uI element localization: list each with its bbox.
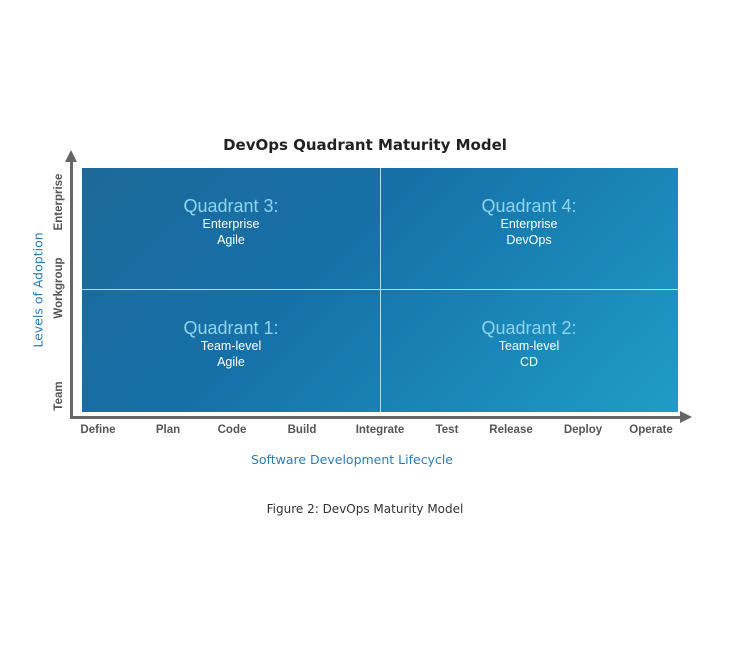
vertical-divider [380, 168, 381, 412]
quadrant-grid: Quadrant 3: Enterprise Agile Quadrant 4:… [82, 168, 678, 412]
quadrant-1: Quadrant 1: Team-level Agile [82, 290, 380, 412]
quadrant-line1: Enterprise [202, 217, 260, 231]
quadrant-2: Quadrant 2: Team-level CD [380, 290, 678, 412]
quadrant-title: Quadrant 3: [183, 196, 279, 216]
horizontal-divider [82, 289, 678, 290]
x-tick-build: Build [287, 424, 317, 436]
y-axis-arrowhead [65, 150, 77, 162]
quadrant-line1: Enterprise [500, 217, 558, 231]
quadrant-title: Quadrant 2: [481, 318, 577, 338]
x-tick-code: Code [217, 424, 247, 436]
quadrant-line2: DevOps [506, 233, 552, 247]
diagram-title: DevOps Quadrant Maturity Model [223, 136, 507, 154]
quadrant-line1: Team-level [200, 339, 262, 353]
x-tick-integrate: Integrate [355, 424, 405, 436]
quadrant-3: Quadrant 3: Enterprise Agile [82, 168, 380, 290]
x-tick-test: Test [435, 424, 459, 436]
x-tick-deploy: Deploy [563, 424, 603, 436]
y-tick-workgroup: Workgroup [53, 257, 65, 319]
quadrant-line1: Team-level [498, 339, 560, 353]
x-axis-label: Software Development Lifecycle [250, 452, 454, 467]
quadrant-line2: CD [519, 355, 539, 369]
y-tick-enterprise: Enterprise [53, 173, 65, 231]
x-axis-arrowhead [680, 411, 692, 423]
quadrant-line2: Agile [217, 233, 245, 247]
quadrant-title: Quadrant 4: [481, 196, 577, 216]
y-tick-team: Team [53, 381, 65, 411]
quadrant-4: Quadrant 4: Enterprise DevOps [380, 168, 678, 290]
x-tick-operate: Operate [629, 424, 673, 436]
x-tick-release: Release [489, 424, 533, 436]
x-axis-line [70, 416, 682, 419]
y-axis-line [70, 158, 73, 418]
quadrant-line2: Agile [217, 355, 245, 369]
figure-caption: Figure 2: DevOps Maturity Model [266, 502, 464, 516]
y-axis-label: Levels of Adoption [30, 232, 46, 348]
x-tick-plan: Plan [155, 424, 181, 436]
x-tick-define: Define [80, 424, 116, 436]
quadrant-title: Quadrant 1: [183, 318, 279, 338]
